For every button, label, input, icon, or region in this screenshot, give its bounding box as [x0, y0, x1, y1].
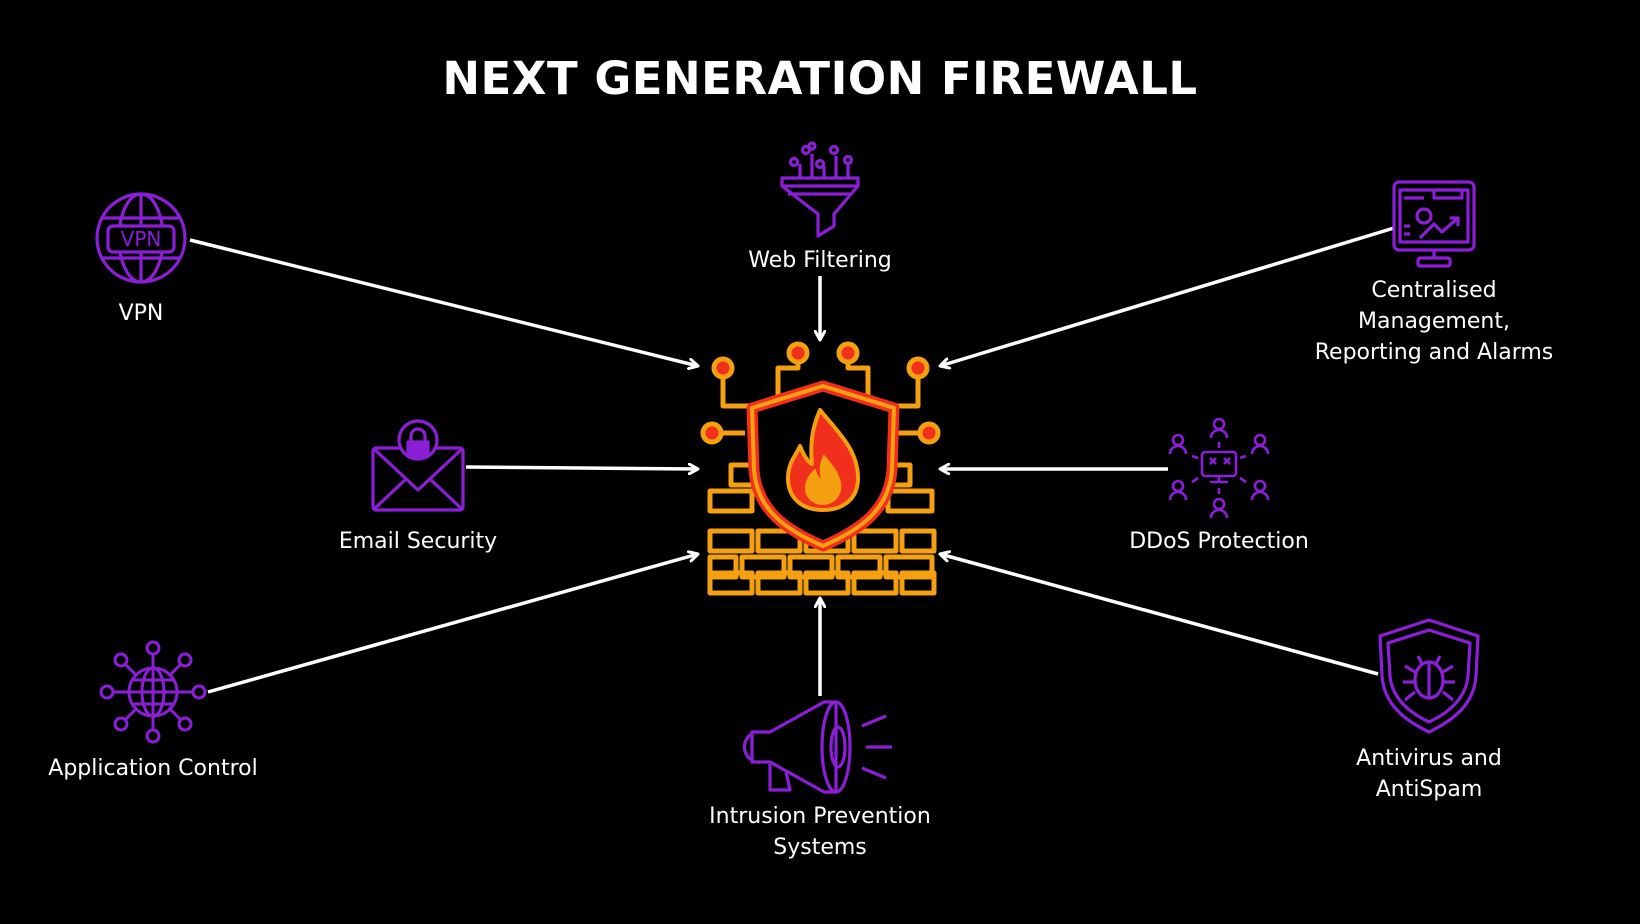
- ddos-network-icon: [1168, 417, 1270, 519]
- label-vpn: VPN: [118, 301, 164, 326]
- firewall-icon: [700, 341, 941, 596]
- lock-envelope-icon: [371, 419, 465, 512]
- label-antivirus-antispam: Antivirus and AntiSpam: [1356, 746, 1502, 802]
- arrow-vpn: [189, 238, 698, 366]
- label-web-filtering: Web Filtering: [748, 248, 892, 273]
- label-application-control: Application Control: [48, 756, 258, 781]
- shield-bug-icon: [1378, 618, 1480, 734]
- page-title: NEXT GENERATION FIREWALL: [442, 52, 1198, 105]
- vpn-icon-text: VPN: [121, 227, 162, 251]
- monitor-dashboard-icon: [1392, 180, 1476, 268]
- arrow-central-management: [940, 226, 1395, 366]
- arrow-application-control: [207, 554, 698, 694]
- globe-network-icon: [99, 640, 207, 744]
- vpn-globe-icon: VPN: [95, 192, 187, 284]
- megaphone-icon: [742, 700, 892, 794]
- label-intrusion-prevention: Intrusion Prevention Systems: [709, 804, 931, 860]
- arrow-email-security: [465, 467, 698, 469]
- filter-funnel-icon: [780, 141, 860, 238]
- arrow-antivirus-antispam: [940, 554, 1379, 676]
- connector-arrows: [189, 226, 1395, 696]
- label-email-security: Email Security: [338, 529, 498, 554]
- label-ddos-protection: DDoS Protection: [1129, 529, 1309, 554]
- label-central-management: Centralised Management, Reporting and Al…: [1314, 278, 1554, 365]
